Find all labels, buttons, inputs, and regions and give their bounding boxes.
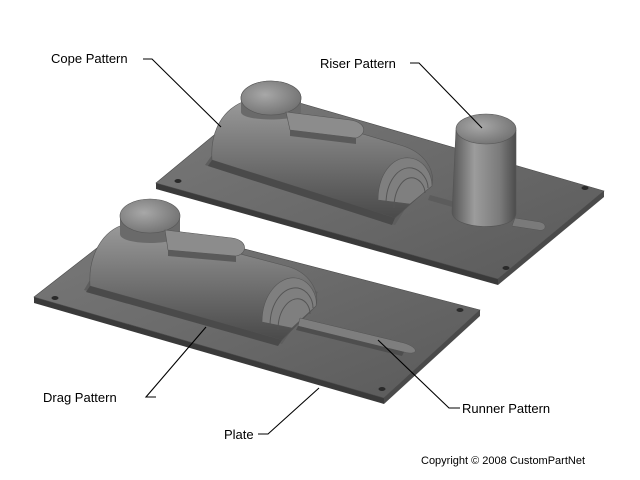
cope-pattern: [205, 80, 433, 225]
drag-pattern-label: Drag Pattern: [43, 390, 117, 405]
callout-plate: Plate: [224, 387, 320, 442]
callout-runner-pattern: Runner Pattern: [377, 339, 550, 416]
callout-cope-pattern: Cope Pattern: [51, 51, 222, 128]
drag-pattern: [84, 198, 318, 346]
riser-pattern-label: Riser Pattern: [320, 56, 396, 71]
riser-pattern: [428, 113, 546, 231]
copyright-notice: Copyright © 2008 CustomPartNet: [421, 455, 585, 467]
runner-pattern-label: Runner Pattern: [462, 401, 550, 416]
plate-label: Plate: [224, 427, 254, 442]
callout-riser-pattern: Riser Pattern: [320, 56, 483, 129]
callout-drag-pattern: Drag Pattern: [43, 326, 207, 405]
runner-pattern: [296, 317, 416, 356]
cope-pattern-label: Cope Pattern: [51, 51, 128, 66]
